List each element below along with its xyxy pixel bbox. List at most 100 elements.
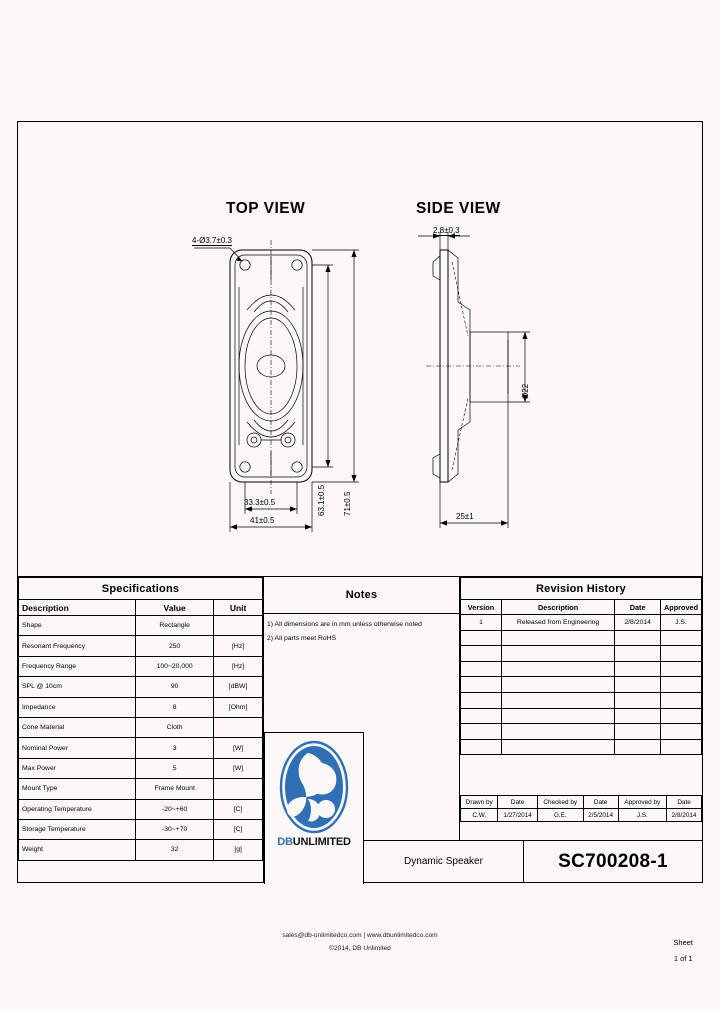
notes-list: 1) All dimensions are in mm unless other… — [264, 614, 459, 643]
signature-value-row: C.W. 1/27/2014 G.E. 2/5/2014 J.S. 2/8/20… — [459, 808, 702, 822]
rev-date — [614, 691, 662, 709]
drawing-area: TOP VIEW SIDE VIEW — [18, 122, 702, 577]
db-unlimited-logo-icon — [279, 740, 349, 834]
sig-col-approved-by: Approved by — [617, 795, 668, 809]
rev-col-date: Date — [614, 599, 662, 615]
rev-col-description: Description — [500, 599, 616, 615]
rev-date — [614, 629, 662, 647]
sig-checked-date: 2/5/2014 — [582, 808, 619, 822]
rev-version — [460, 738, 502, 756]
spec-unit: [W] — [213, 737, 263, 759]
title-block-area: Specifications Description Value Unit Sh… — [17, 577, 702, 882]
footer-contact: sales@db-unlimitedco.com | www.dbunlimit… — [282, 932, 438, 939]
top-view-hole-callout: 4-Ø3.7±0.3 — [192, 236, 232, 246]
rev-date — [614, 676, 662, 693]
specifications-block: Specifications Description Value Unit Sh… — [17, 577, 264, 882]
spec-unit: [C] — [213, 798, 263, 820]
company-logo-wordmark: DBUNLIMITED — [277, 836, 351, 848]
rev-description: Released from Engineering — [500, 614, 616, 631]
revision-title-row: Revision History — [460, 577, 702, 600]
spec-col-unit: Unit — [213, 599, 263, 616]
table-row: Frequency Range 100~20,000 [Hz] — [17, 655, 263, 678]
rev-version — [460, 629, 502, 647]
side-view-drawing — [418, 232, 530, 528]
title-strip: Dynamic Speaker SC700208-1 — [364, 840, 702, 882]
rev-description — [500, 676, 616, 693]
table-row — [460, 707, 702, 725]
spec-description: Nominal Power — [17, 737, 137, 759]
spec-value: 32 — [135, 839, 215, 861]
rev-description — [500, 691, 616, 709]
rev-version — [460, 676, 502, 693]
table-row: Weight 32 [g] — [17, 839, 263, 861]
rev-version — [460, 691, 502, 709]
top-view-drawing — [194, 240, 359, 532]
spec-description: Mount Type — [17, 778, 137, 800]
sig-col-approved-date: Date — [666, 795, 702, 809]
rev-description — [500, 645, 616, 662]
spec-description: Cone Material — [17, 716, 137, 739]
rev-col-version: Version — [460, 599, 502, 615]
sig-approved-by: J.S. — [617, 808, 668, 822]
sig-approved-date: 2/8/2014 — [666, 808, 702, 822]
sig-drawn-date: 1/27/2014 — [497, 808, 538, 822]
sig-col-checked-by: Checked by — [536, 795, 584, 809]
sig-col-drawn-by: Drawn by — [459, 795, 499, 809]
signature-header-row: Drawn by Date Checked by Date Approved b… — [459, 795, 702, 809]
top-view-height-outer-dim: 71±0.5 — [343, 491, 352, 516]
rev-version — [460, 660, 502, 678]
rev-approved — [660, 723, 702, 740]
table-row: Shape Rectangle — [17, 614, 263, 637]
spec-description: Operating Temperature — [17, 798, 137, 820]
spec-description: Frequency Range — [17, 655, 137, 678]
spec-description: SPL @ 10cm — [17, 676, 137, 698]
rev-date — [614, 645, 662, 662]
table-row — [460, 723, 702, 740]
revision-history-table: Revision History Version Description Dat… — [460, 577, 702, 756]
rev-version — [460, 645, 502, 662]
table-row: Max Power 5 [W] — [17, 757, 263, 780]
rev-approved — [660, 660, 702, 678]
logo-db-text: DB — [277, 836, 293, 848]
rev-date — [614, 707, 662, 725]
specifications-title-row: Specifications — [18, 577, 263, 600]
table-row — [460, 738, 702, 756]
spec-description: Storage Temperature — [17, 818, 137, 841]
rev-approved: J.S. — [660, 614, 702, 631]
sig-col-drawn-date: Date — [497, 795, 538, 809]
table-row — [460, 645, 702, 662]
spec-unit: [Hz] — [213, 655, 263, 678]
list-item: 2) All parts meet RoHS — [267, 635, 337, 643]
list-item: 1) All dimensions are in mm unless other… — [267, 621, 422, 628]
notes-title: Notes — [345, 589, 378, 601]
side-view-flange-thickness-dim: 2.8±0.3 — [433, 226, 460, 236]
specifications-table: Specifications Description Value Unit Sh… — [17, 577, 263, 861]
company-logo-cell: DBUNLIMITED — [264, 732, 364, 884]
top-view-width-outer-dim: 41±0.5 — [250, 516, 275, 525]
spec-value: 3 — [135, 737, 215, 759]
spec-value: 100~20,000 — [135, 655, 215, 678]
sig-checked-by: G.E. — [536, 808, 584, 822]
product-description: Dynamic Speaker — [364, 841, 524, 882]
table-row — [460, 676, 702, 693]
logo-unlimited-text: UNLIMITED — [292, 836, 351, 848]
spec-value: 90 — [135, 676, 215, 698]
rev-approved — [660, 676, 702, 693]
top-view-height-inner-dim: 63.1±0.5 — [317, 484, 326, 516]
drawing-sheet: TOP VIEW SIDE VIEW — [17, 121, 703, 884]
table-row: SPL @ 10cm 90 [dBW] — [17, 676, 263, 698]
rev-description — [500, 738, 616, 756]
spec-unit — [213, 716, 263, 739]
specifications-title: Specifications — [18, 577, 263, 600]
revision-header-row: Version Description Date Approved — [460, 599, 702, 615]
page-footer: sales@db-unlimitedco.com | www.dbunlimit… — [0, 930, 720, 955]
sig-col-checked-date: Date — [582, 795, 619, 809]
rev-approved — [660, 707, 702, 725]
table-row: 1 Released from Engineering 2/8/2014 J.S… — [460, 614, 702, 631]
table-row: Impedance 8 [Ohm] — [17, 696, 263, 718]
spec-description: Resonant Frequency — [17, 635, 137, 657]
notes-title-bar: Notes — [264, 577, 459, 614]
table-row — [460, 629, 702, 647]
table-row: Nominal Power 3 [W] — [17, 737, 263, 759]
spec-unit: [dBW] — [213, 676, 263, 698]
